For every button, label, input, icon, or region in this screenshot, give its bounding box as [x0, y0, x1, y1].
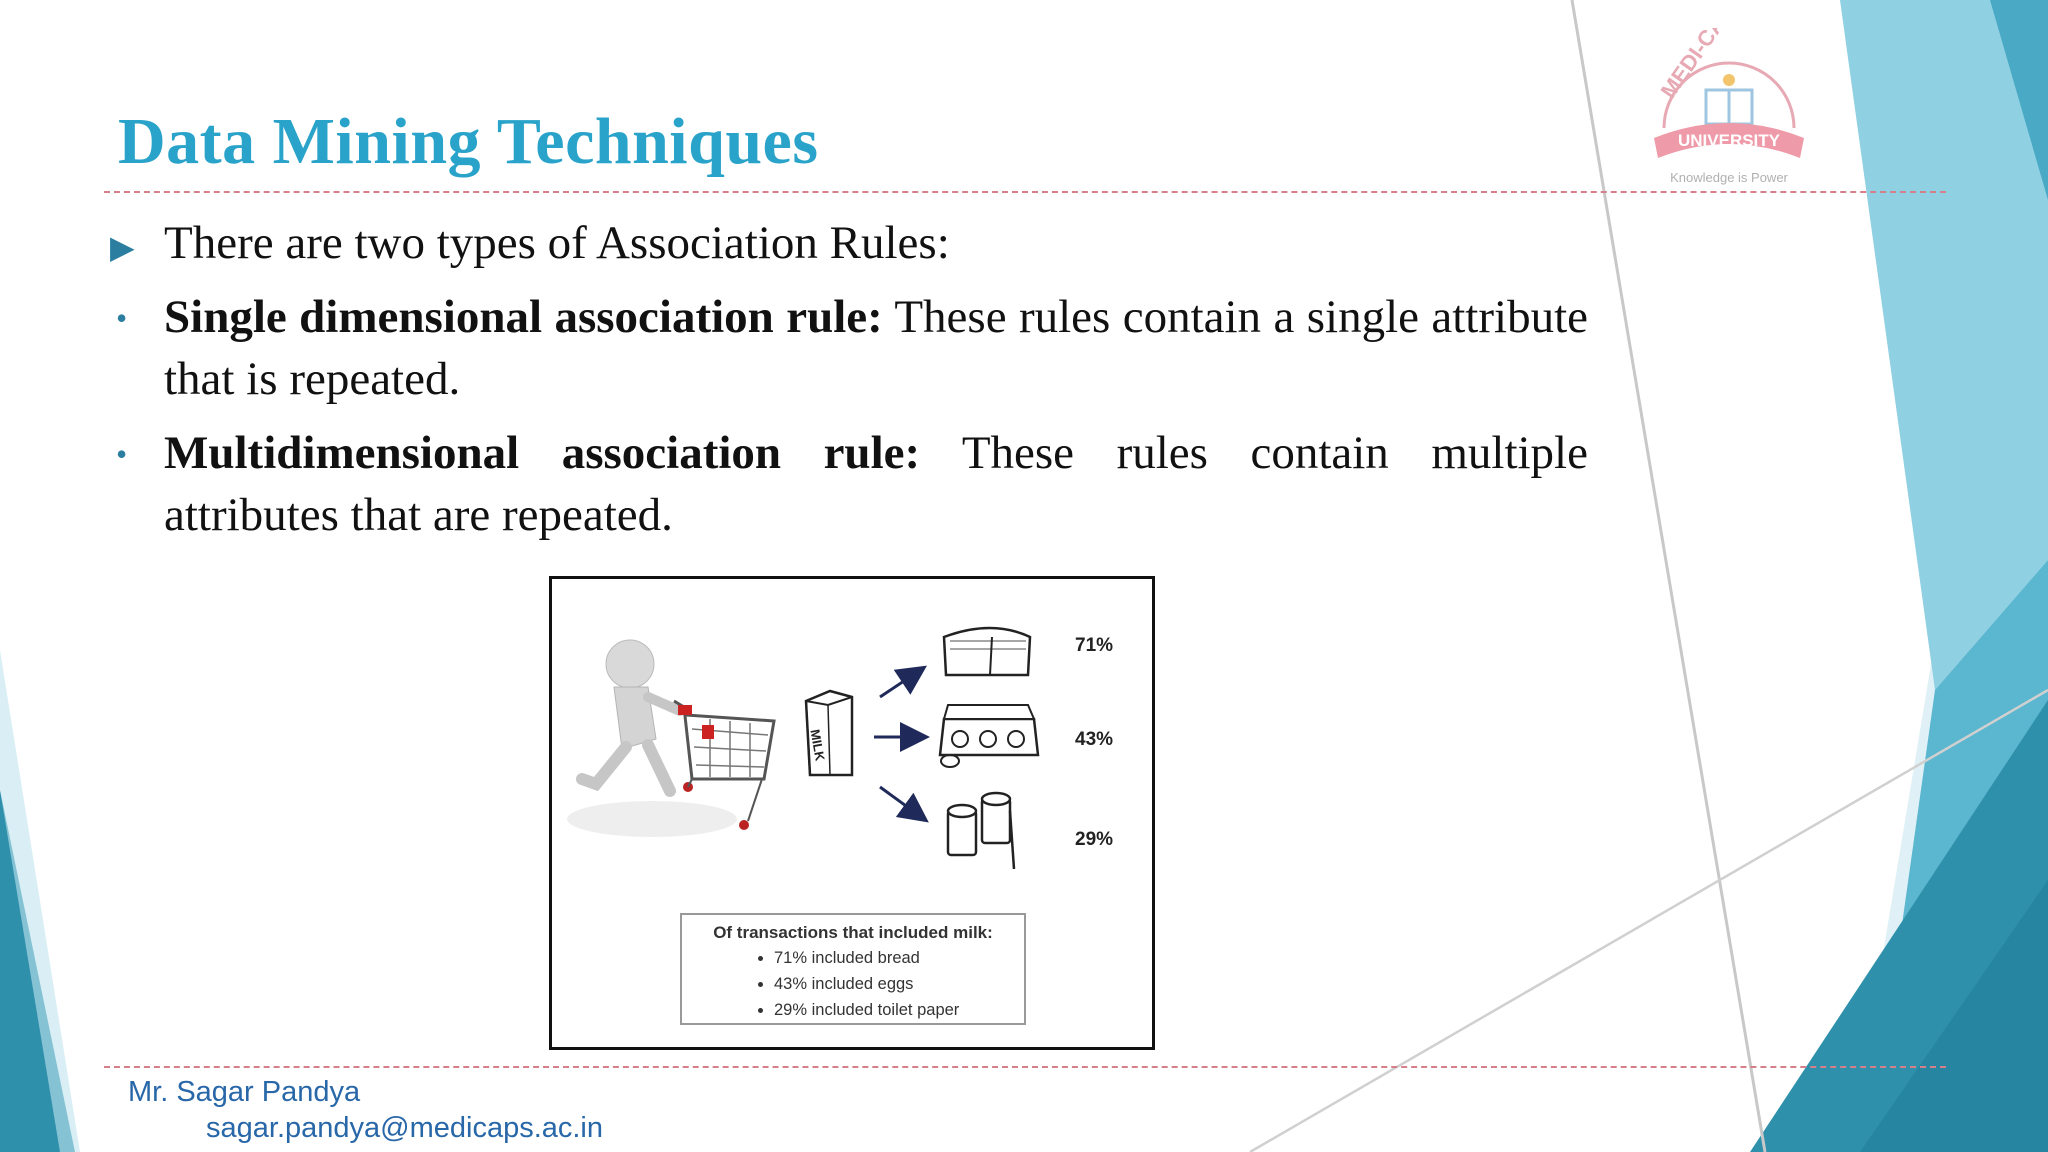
summary-item: 71% included bread: [774, 945, 1024, 971]
milk-carton-icon: MILK: [804, 689, 854, 777]
footer-divider: [104, 1066, 1946, 1068]
presenter-email: sagar.pandya@medicaps.ac.in: [206, 1112, 604, 1144]
transaction-summary-box: Of transactions that included milk: 71% …: [680, 913, 1026, 1025]
summary-item: 43% included eggs: [774, 971, 1024, 997]
bread-percentage: 71%: [1075, 635, 1114, 656]
bullet-text: These rules contain a single attribute t…: [164, 291, 1588, 405]
egg-carton-icon: [938, 704, 1040, 768]
dot-bullet-icon: •: [116, 300, 128, 336]
eggs-percentage: 43%: [1075, 729, 1114, 750]
market-basket-illustration: MILK: [567, 626, 1040, 870]
slide-title: Data Mining Techniques: [118, 105, 819, 178]
arrow-to-toilet-paper-icon: [879, 785, 929, 823]
toilet-paper-icon: [946, 791, 1016, 870]
bullet-list: ▶ There are two types of Association Rul…: [110, 212, 1590, 546]
dot-bullet-icon: •: [116, 436, 128, 472]
bullet-item: ▶ There are two types of Association Rul…: [110, 212, 1590, 274]
title-divider: [104, 191, 1946, 193]
svg-text:Knowledge is Power: Knowledge is Power: [1670, 170, 1788, 185]
market-basket-figure: MILK 71% 43% 29% Of transactions tha: [549, 576, 1155, 1050]
bullet-bold: Multidimensional association rule:: [164, 427, 921, 479]
toilet-paper-percentage: 29%: [1075, 829, 1114, 850]
university-logo: MEDI-CAPS UNIVERSITY Knowledge is Power: [1624, 0, 1834, 198]
presenter-name: Mr. Sagar Pandya: [128, 1076, 361, 1108]
bullet-item: • Single dimensional association rule: T…: [110, 286, 1590, 410]
bullet-text: These rules contain multiple attributes …: [164, 427, 1588, 541]
bullet-bold: Single dimensional association rule:: [164, 291, 883, 343]
svg-text:MILK: MILK: [807, 728, 827, 762]
bullet-text: There are two types of Association Rules…: [164, 217, 950, 269]
triangle-bullet-icon: ▶: [110, 229, 135, 265]
svg-text:MEDI-CAPS: MEDI-CAPS: [1656, 28, 1747, 103]
shopper-with-cart-icon: [567, 639, 776, 837]
summary-item: 29% included toilet paper: [774, 997, 1024, 1023]
svg-text:UNIVERSITY: UNIVERSITY: [1678, 131, 1781, 150]
bread-icon: [942, 626, 1032, 677]
university-seal-icon: MEDI-CAPS UNIVERSITY Knowledge is Power: [1654, 0, 1804, 185]
arrow-to-bread-icon: [879, 665, 927, 699]
summary-heading: Of transactions that included milk:: [713, 923, 993, 942]
summary-list: 71% included bread 43% included eggs 29%…: [682, 945, 1024, 1023]
bullet-item: • Multidimensional association rule: The…: [110, 422, 1590, 546]
